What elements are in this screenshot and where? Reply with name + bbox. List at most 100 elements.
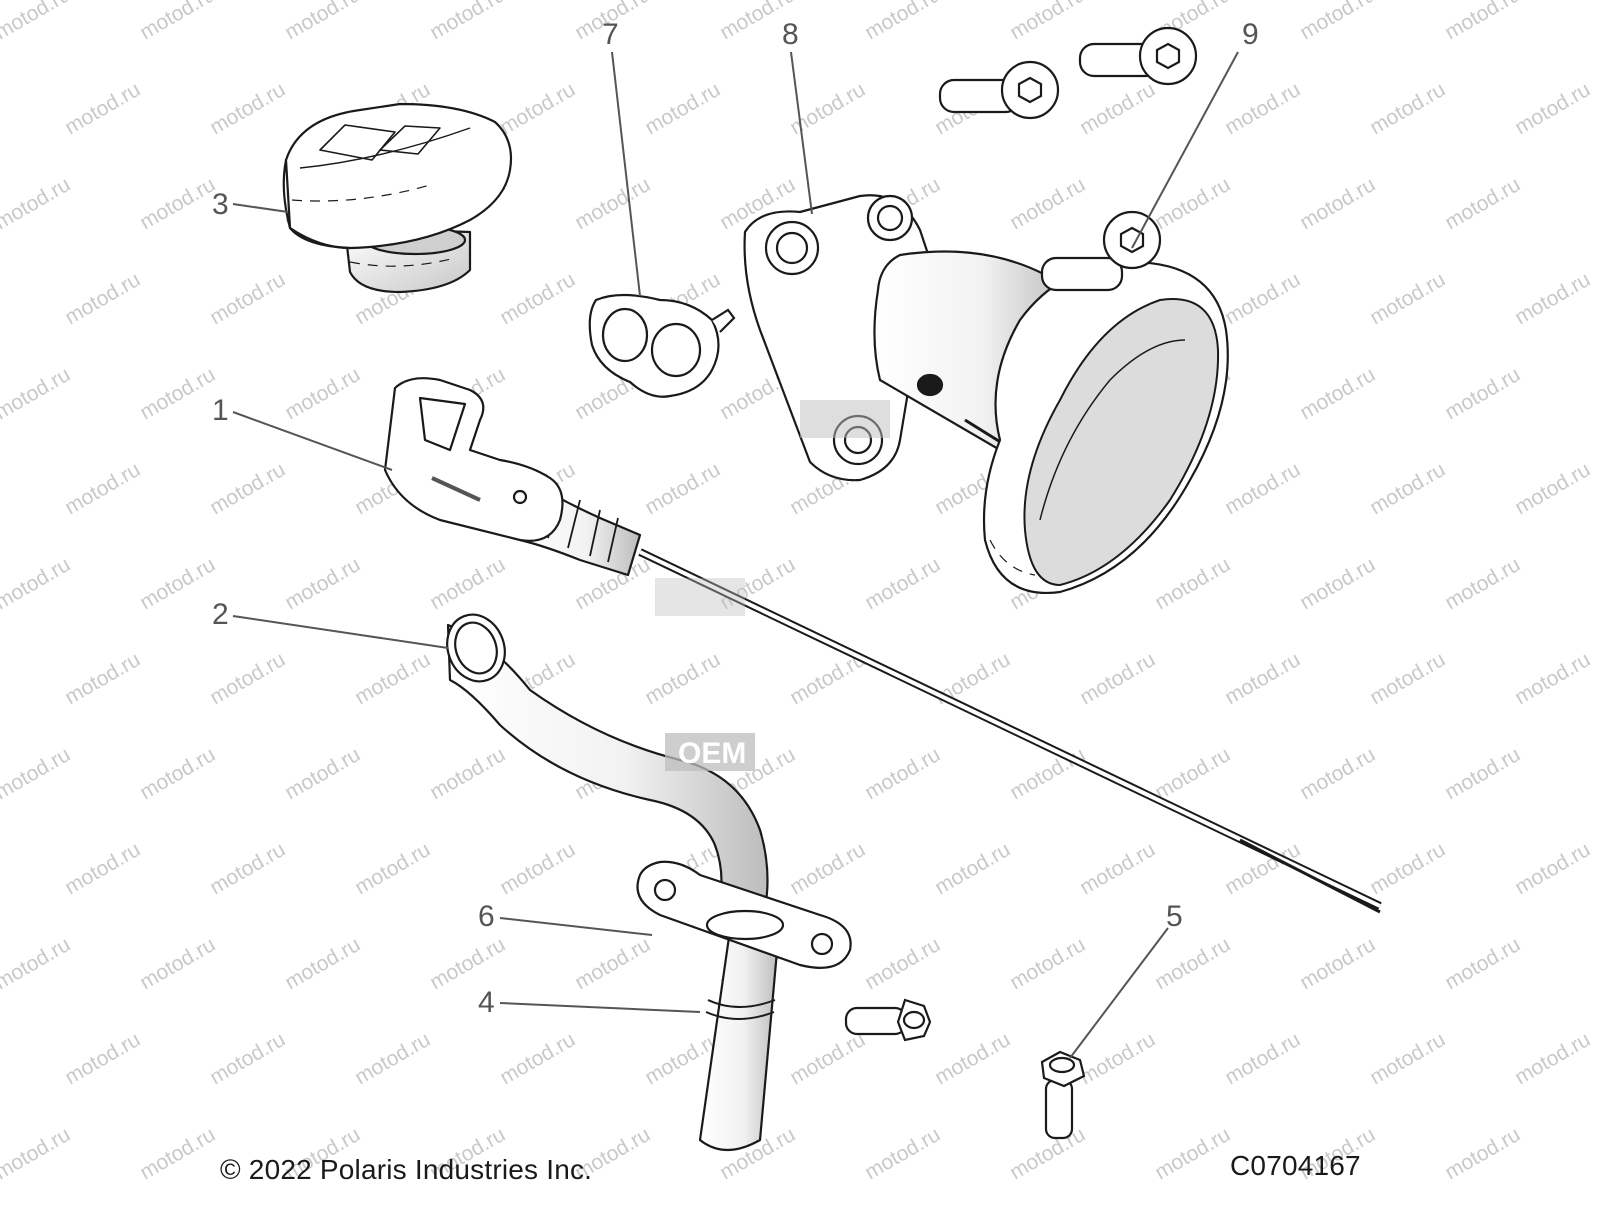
dipstick [383, 377, 1382, 914]
watermark-text: motod.ru [1221, 458, 1304, 519]
callout-7: 7 [602, 18, 619, 51]
watermark-text: motod.ru [1441, 743, 1524, 804]
watermark-text: motod.ru [1151, 933, 1234, 994]
watermark-text: motod.ru [61, 648, 144, 709]
watermark-text: motod.ru [136, 743, 219, 804]
watermark-text: motod.ru [1441, 0, 1524, 44]
watermark-text: motod.ru [1511, 268, 1594, 329]
watermark-text: motod.ru [206, 648, 289, 709]
watermark-text: motod.ru [1076, 648, 1159, 709]
watermark-text: motod.ru [496, 268, 579, 329]
watermark-text: motod.ru [0, 363, 74, 424]
watermark-text: motod.ru [281, 0, 364, 44]
housing-bolts [938, 26, 1198, 292]
watermark-text: motod.ru [61, 458, 144, 519]
watermark-text: motod.ru [1441, 363, 1524, 424]
watermark-text: motod.ru [281, 743, 364, 804]
gasket-seal [588, 293, 736, 398]
leader-lines [232, 51, 1239, 1059]
watermark-text: motod.ru [1511, 458, 1594, 519]
watermark-text: motod.ru [0, 173, 74, 234]
copyright-text: © 2022 Polaris Industries Inc. [220, 1154, 593, 1185]
watermark-text: motod.ru [0, 933, 74, 994]
watermark-text: motod.ru [1296, 553, 1379, 614]
flange-bolts [844, 998, 1086, 1140]
watermark-text: motod.ru [351, 1028, 434, 1089]
callout-numbers: 3 1 2 4 5 6 7 8 9 [212, 18, 1259, 1019]
watermark-text: motod.ru [931, 1028, 1014, 1089]
watermark-text: motod.ru [1296, 933, 1379, 994]
watermark-text: motod.ru [1366, 648, 1449, 709]
watermark-text: motod.ru [0, 0, 74, 44]
watermark-text: motod.ru [641, 78, 724, 139]
oem-stamps: OEM [655, 400, 890, 771]
watermark-text: motod.ru [206, 268, 289, 329]
watermark-text: motod.ru [426, 553, 509, 614]
watermark-text: motod.ru [206, 838, 289, 899]
watermark-text: motod.ru [1221, 78, 1304, 139]
watermark-text: motod.ru [426, 0, 509, 44]
watermark-text: motod.ru [641, 648, 724, 709]
watermark-text: motod.ru [1511, 1028, 1594, 1089]
watermark-text: motod.ru [1076, 78, 1159, 139]
flange-bolt-a [844, 998, 932, 1042]
watermark-text: motod.ru [206, 458, 289, 519]
watermark-text: motod.ru [861, 0, 944, 44]
watermark-text: motod.ru [641, 458, 724, 519]
socket-bolt-b [1078, 26, 1198, 86]
watermark-text: motod.ru [426, 743, 509, 804]
watermark-layer: motod.ru motod.ru motod.ru motod.ru motod.ru… [0, 0, 1594, 1184]
callout-3: 3 [212, 188, 229, 221]
watermark-text: motod.ru [1076, 1028, 1159, 1089]
watermark-text: motod.ru [1511, 838, 1594, 899]
watermark-text: motod.ru [1006, 173, 1089, 234]
watermark-text: motod.ru [861, 553, 944, 614]
watermark-text: motod.ru [1366, 458, 1449, 519]
watermark-text: motod.ru [1441, 173, 1524, 234]
watermark-text: motod.ru [281, 933, 364, 994]
watermark-text: motod.ru [426, 933, 509, 994]
watermark-text: motod.ru [1006, 0, 1089, 44]
watermark-text: motod.ru [496, 1028, 579, 1089]
watermark-text: motod.ru [861, 933, 944, 994]
watermark-text: motod.ru [1296, 743, 1379, 804]
watermark-text: motod.ru [61, 838, 144, 899]
watermark-text: motod.ru [571, 933, 654, 994]
watermark-text: motod.ru [136, 933, 219, 994]
oil-filler-cap [282, 102, 513, 294]
callout-9: 9 [1242, 18, 1259, 51]
watermark-text: motod.ru [1296, 173, 1379, 234]
watermark-text: motod.ru [1366, 838, 1449, 899]
oem-stamp-1: OEM [678, 737, 746, 770]
watermark-text: motod.ru [1221, 648, 1304, 709]
watermark-text: motod.ru [136, 553, 219, 614]
callout-8: 8 [782, 18, 799, 51]
watermark-text: motod.ru [1511, 78, 1594, 139]
watermark-text: motod.ru [931, 838, 1014, 899]
callout-6: 6 [478, 900, 495, 933]
watermark-text: motod.ru [1151, 743, 1234, 804]
watermark-text: motod.ru [1441, 553, 1524, 614]
watermark-text: motod.ru [1366, 268, 1449, 329]
flange-bolt-b [1040, 1050, 1086, 1140]
watermark-text: motod.ru [206, 78, 289, 139]
callout-2: 2 [212, 598, 229, 631]
watermark-text: motod.ru [281, 363, 364, 424]
watermark-text: motod.ru [1151, 553, 1234, 614]
watermark-text: motod.ru [281, 553, 364, 614]
callout-4: 4 [478, 986, 495, 1019]
watermark-text: motod.ru [1366, 1028, 1449, 1089]
watermark-text: motod.ru [861, 743, 944, 804]
watermark-text: motod.ru [1221, 268, 1304, 329]
watermark-text: motod.ru [61, 268, 144, 329]
watermark-text: motod.ru [0, 1123, 74, 1184]
watermark-text: motod.ru [0, 743, 74, 804]
watermark-text: motod.ru [1366, 78, 1449, 139]
watermark-text: motod.ru [786, 1028, 869, 1089]
watermark-text: motod.ru [1221, 1028, 1304, 1089]
watermark-text: motod.ru [496, 78, 579, 139]
socket-bolt-a [938, 60, 1060, 120]
watermark-text: motod.ru [136, 173, 219, 234]
watermark-text: motod.ru [1006, 933, 1089, 994]
